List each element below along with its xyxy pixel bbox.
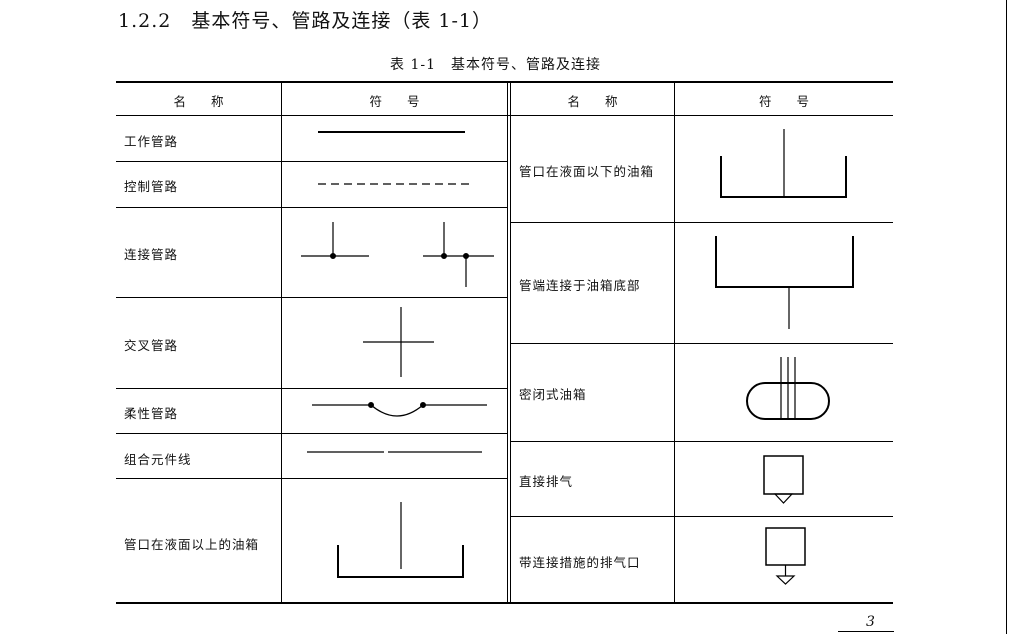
tank-below-level-symbol	[720, 129, 847, 198]
table-top-rule	[116, 81, 893, 83]
row-name-direct-exhaust: 直接排气	[519, 474, 574, 489]
header-name-left: 名 称	[173, 94, 224, 109]
row-name-component-enclosure-line: 组合元件线	[124, 452, 192, 467]
table-caption: 表 1-1 基本符号、管路及连接	[390, 57, 601, 73]
row-name-exhaust-with-connection: 带连接措施的排气口	[519, 555, 641, 570]
row-name-control-line: 控制管路	[124, 179, 179, 194]
right-row-sep	[510, 516, 893, 517]
header-name-right: 名 称	[567, 94, 618, 109]
row-name-crossing-lines: 交叉管路	[124, 338, 179, 353]
closed-tank-symbol	[746, 357, 830, 420]
tank-bottom-connection-symbol	[715, 236, 854, 329]
row-name-working-line: 工作管路	[124, 134, 179, 149]
left-row-sep	[116, 297, 507, 298]
page-number: 3	[866, 614, 875, 630]
row-name-tank-below-level: 管口在液面以下的油箱	[519, 164, 655, 179]
row-name-tank-bottom-connection: 管端连接于油箱底部	[519, 278, 641, 293]
table-bottom-rule	[116, 602, 893, 604]
page-number-rule	[838, 631, 894, 632]
row-name-tank-above-level: 管口在液面以上的油箱	[124, 537, 260, 552]
flex-joint-dot	[368, 402, 374, 408]
flexible-line-symbol	[312, 404, 487, 417]
crossing-lines-symbol	[363, 307, 434, 377]
header-rule	[116, 115, 893, 116]
left-row-sep	[116, 433, 507, 434]
right-row-sep	[510, 441, 893, 442]
direct-exhaust-symbol	[763, 455, 804, 504]
tank-above-level-symbol	[337, 502, 464, 578]
right-name-symbol-divider	[674, 83, 675, 602]
left-row-sep	[116, 388, 507, 389]
right-row-sep	[510, 222, 893, 223]
page-right-border	[1006, 0, 1007, 634]
left-row-sep	[116, 207, 507, 208]
center-divider-b	[510, 83, 511, 602]
row-name-closed-tank: 密闭式油箱	[519, 387, 587, 402]
left-row-sep	[116, 161, 507, 162]
left-name-symbol-divider	[281, 83, 282, 602]
junction-dot	[463, 253, 469, 259]
junction-dot	[330, 253, 336, 259]
left-row-sep	[116, 478, 507, 479]
header-symbol-left: 符 号	[369, 94, 420, 109]
row-name-flexible-line: 柔性管路	[124, 406, 179, 421]
center-divider-a	[507, 83, 508, 602]
flex-joint-dot	[420, 402, 426, 408]
right-row-sep	[510, 343, 893, 344]
section-title: 1.2.2 基本符号、管路及连接（表 1-1）	[118, 10, 492, 32]
header-symbol-right: 符 号	[758, 94, 809, 109]
row-name-connected-lines: 连接管路	[124, 247, 179, 262]
exhaust-with-connection-symbol	[765, 527, 806, 585]
junction-dot	[441, 253, 447, 259]
